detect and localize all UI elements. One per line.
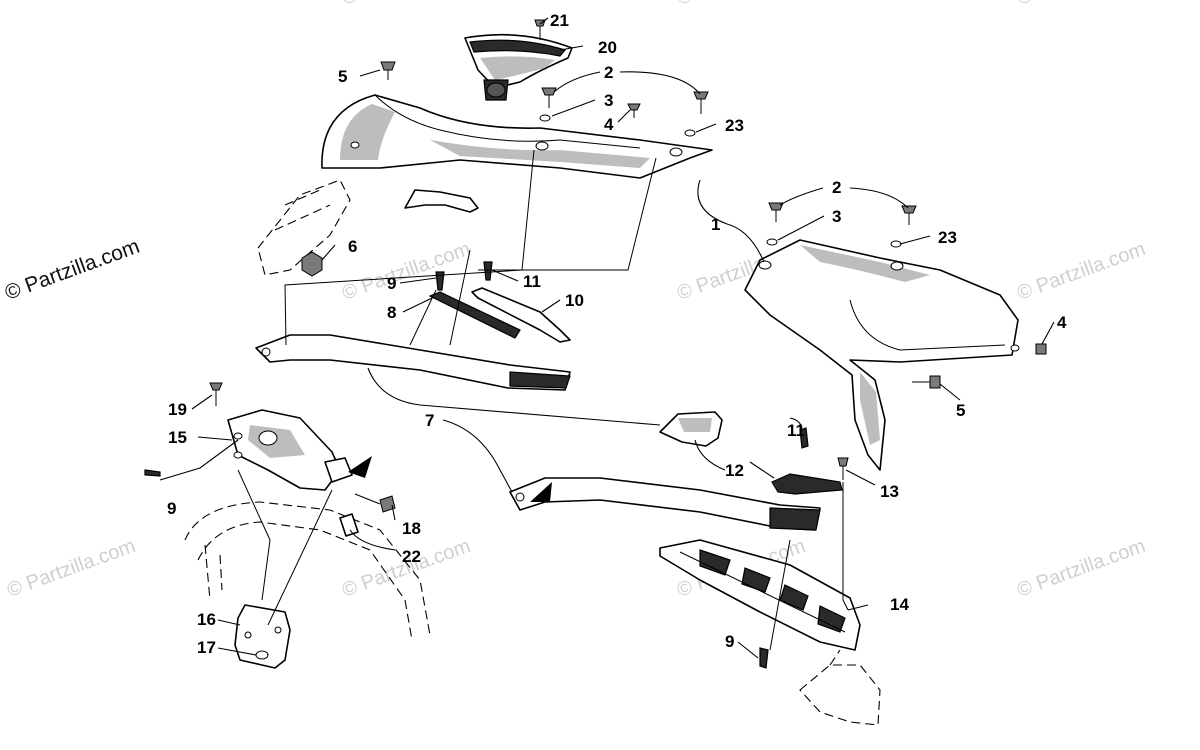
part-14-footrest <box>659 539 861 651</box>
callout-21: 21 <box>550 11 569 30</box>
callout-2: 2 <box>832 178 841 197</box>
callout-17: 17 <box>197 638 216 657</box>
callout-22: 22 <box>402 547 421 566</box>
callout-13: 13 <box>880 482 899 501</box>
watermark: © Partzilla.com <box>674 0 808 10</box>
part-12-bracket <box>659 411 723 447</box>
leader-lines <box>159 17 1055 659</box>
callout-5: 5 <box>956 401 965 420</box>
part-20-console <box>464 33 573 101</box>
callout-9: 9 <box>167 499 176 518</box>
part-7-upper-rail <box>255 334 571 391</box>
callout-7: 7 <box>425 411 434 430</box>
callout-labels: 21 20 2 5 3 4 23 6 1 2 3 23 9 11 8 10 4 … <box>167 11 1067 657</box>
callout-23: 23 <box>938 228 957 247</box>
callout-8: 8 <box>387 303 396 322</box>
callout-5: 5 <box>338 67 347 86</box>
callout-3: 3 <box>604 91 613 110</box>
callout-1: 1 <box>711 215 720 234</box>
callout-9: 9 <box>725 632 734 651</box>
callout-12: 12 <box>725 461 744 480</box>
watermark-main: © Partzilla.com <box>2 235 143 305</box>
part-1-left-panel <box>321 94 713 179</box>
chassis-reference-outline <box>184 179 881 726</box>
part-15-bracket <box>227 409 353 491</box>
part-6-nut <box>301 251 323 277</box>
callout-20: 20 <box>598 38 617 57</box>
callout-19: 19 <box>168 400 187 419</box>
part-22-clip <box>339 513 359 537</box>
callout-9: 9 <box>387 274 396 293</box>
callout-16: 16 <box>197 610 216 629</box>
callout-10: 10 <box>565 291 584 310</box>
part-17-washer <box>255 650 269 660</box>
part-10-strap <box>471 287 571 343</box>
callout-6: 6 <box>348 237 357 256</box>
watermark: © Partzilla.com <box>339 535 473 602</box>
callout-18: 18 <box>402 519 421 538</box>
watermark: © Partzilla.com <box>1014 238 1148 305</box>
watermark: © Partzilla.com <box>339 238 473 305</box>
callout-4: 4 <box>604 115 614 134</box>
callout-3: 3 <box>832 207 841 226</box>
callout-14: 14 <box>890 595 909 614</box>
callout-15: 15 <box>168 428 187 447</box>
part-1-right-panel <box>744 239 1020 471</box>
left-bracket <box>404 189 479 213</box>
callout-11: 11 <box>523 272 541 291</box>
callout-4: 4 <box>1057 313 1067 332</box>
watermark: © Partzilla.com <box>1014 535 1148 602</box>
part-13-strap <box>771 473 843 495</box>
watermark: © Partzilla.com <box>339 0 473 10</box>
watermark: © Partzilla.com <box>1014 0 1148 10</box>
callout-23: 23 <box>725 116 744 135</box>
part-8-strip <box>428 291 521 339</box>
callout-2: 2 <box>604 63 613 82</box>
part-7-lower-rail <box>509 477 821 531</box>
watermark: © Partzilla.com <box>4 535 138 602</box>
direction-arrows <box>348 456 552 502</box>
callout-11: 11 <box>787 421 805 440</box>
fasteners <box>144 19 1047 669</box>
part-16-plate <box>234 604 291 669</box>
